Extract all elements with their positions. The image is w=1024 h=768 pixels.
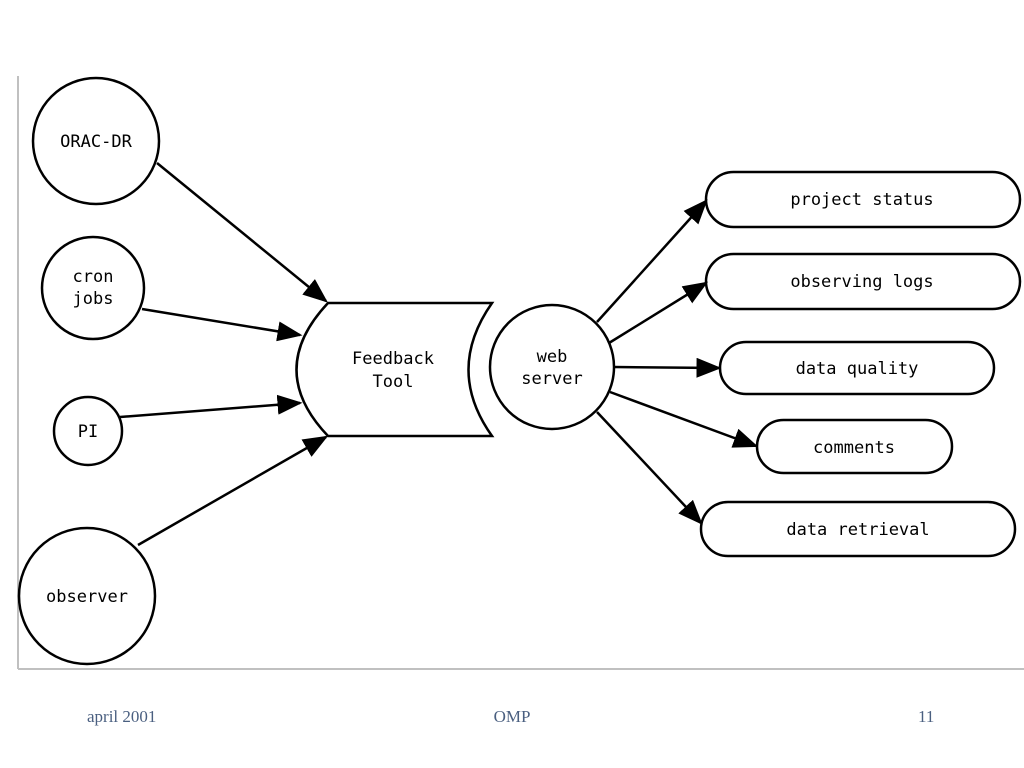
footer-page-number: 11 xyxy=(918,707,935,726)
node-cron-jobs: cron jobs xyxy=(40,235,146,341)
arrow-server-to-comments xyxy=(609,390,759,448)
node-feedback-tool: Feedback Tool xyxy=(295,301,495,438)
node-data-retrieval: data retrieval xyxy=(699,500,1017,558)
node-feedback-tool-label-line1: Feedback xyxy=(352,349,434,369)
footer-date: april 2001 xyxy=(87,707,157,726)
node-observing-logs-label: observing logs xyxy=(790,272,933,292)
node-project-status: project status xyxy=(704,170,1022,229)
node-observer-label: observer xyxy=(46,587,128,607)
arrow-server-to-data-quality xyxy=(613,357,722,378)
node-web-server: web server xyxy=(488,303,616,431)
node-data-quality-label: data quality xyxy=(796,359,919,379)
arrow-pi-to-feedback xyxy=(119,394,303,419)
node-pi-label: PI xyxy=(78,422,98,442)
node-web-server-label-line1: web xyxy=(537,347,568,367)
node-project-status-label: project status xyxy=(790,190,933,210)
footer-title: OMP xyxy=(493,707,531,726)
node-data-retrieval-label: data retrieval xyxy=(786,520,929,540)
arrow-orac-dr-to-feedback xyxy=(156,162,328,303)
node-web-server-label-line2: server xyxy=(521,369,582,389)
arrow-server-to-project-status xyxy=(596,199,708,323)
node-orac-dr-label: ORAC-DR xyxy=(60,132,132,152)
node-comments: comments xyxy=(755,418,954,475)
node-comments-label: comments xyxy=(813,438,895,458)
arrow-cron-to-feedback xyxy=(141,307,303,342)
node-feedback-tool-label-line2: Tool xyxy=(373,372,414,392)
node-data-quality: data quality xyxy=(718,340,996,396)
node-cron-jobs-label-line1: cron xyxy=(73,267,114,287)
arrow-observer-to-feedback xyxy=(137,435,329,547)
node-pi: PI xyxy=(52,395,124,467)
arrow-server-to-observing-logs xyxy=(608,281,709,345)
node-observer: observer xyxy=(17,526,157,666)
node-orac-dr: ORAC-DR xyxy=(31,76,161,206)
arrow-server-to-data-retrieval xyxy=(596,411,703,525)
node-observing-logs: observing logs xyxy=(704,252,1022,311)
node-cron-jobs-label-line2: jobs xyxy=(73,289,114,309)
